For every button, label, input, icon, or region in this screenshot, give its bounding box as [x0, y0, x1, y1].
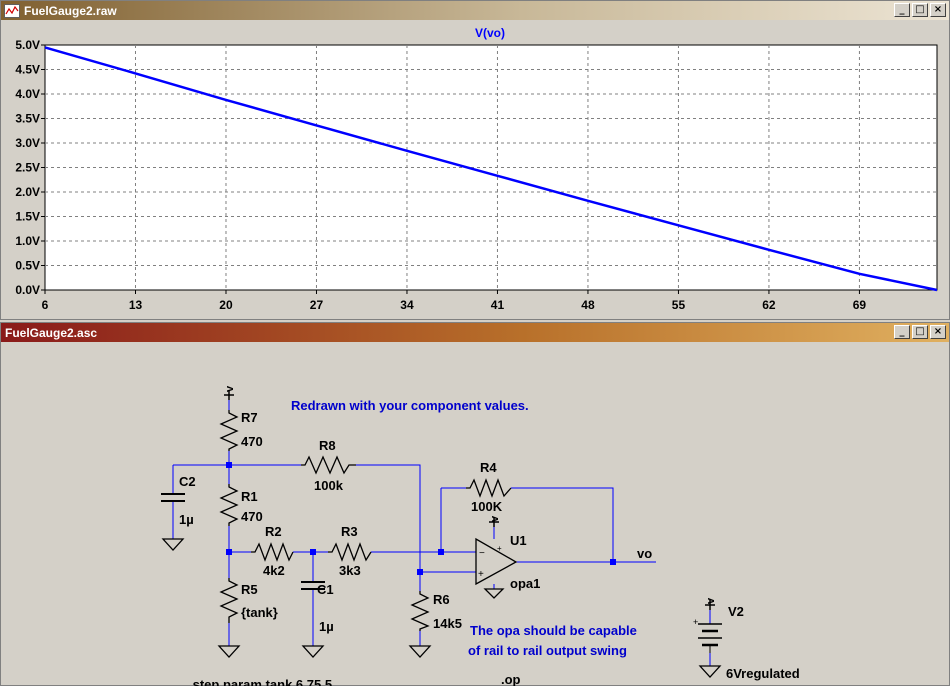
x-tick-label: 27 — [310, 298, 324, 312]
y-tick-label: 2.0V — [15, 185, 40, 199]
waveform-plot[interactable]: V(vo) 0.0V 0.5V 1.0V 1.5V 2.0V 2.5V 3.0V 3.5V 4.… — [1, 21, 949, 319]
plot-window: FuelGauge2.raw _ □ × V(vo) 0.0V 0.5V 1.0V 1… — [0, 0, 950, 320]
schematic-window: FuelGauge2.asc _ □ × — [0, 322, 950, 686]
plot-window-titlebar[interactable]: FuelGauge2.raw _ □ × — [1, 1, 949, 20]
comment-opa-line1[interactable]: The opa should be capable — [470, 623, 637, 638]
y-tick-label: 4.5V — [15, 63, 40, 77]
u1-name-label[interactable]: U1 — [510, 533, 527, 548]
plot-axes: 0.0V 0.5V 1.0V 1.5V 2.0V 2.5V 3.0V 3.5V 4.0V 4.5V… — [15, 38, 866, 312]
x-tick-label: 69 — [853, 298, 867, 312]
waveform-icon — [4, 3, 20, 18]
v-net-label-opamp[interactable]: v — [489, 515, 501, 522]
y-tick-label: 2.5V — [15, 161, 40, 175]
op-directive[interactable]: .op — [501, 672, 521, 686]
r3-name-label[interactable]: R3 — [341, 524, 358, 539]
y-tick-label: 3.5V — [15, 112, 40, 126]
trace-label[interactable]: V(vo) — [475, 26, 505, 40]
power-flag-symbols — [224, 390, 715, 610]
vo-net-label[interactable]: vo — [637, 546, 652, 561]
r1-value-label[interactable]: 470 — [241, 509, 263, 524]
ground-icon — [698, 665, 722, 678]
ground-symbols — [161, 538, 722, 678]
r1-name-label[interactable]: R1 — [241, 489, 258, 504]
plot-close-button[interactable]: × — [930, 3, 946, 17]
junction-dots — [226, 462, 616, 575]
r6-value-label[interactable]: 14k5 — [433, 616, 462, 631]
r6-name-label[interactable]: R6 — [433, 592, 450, 607]
y-tick-label: 5.0V — [15, 38, 40, 52]
svg-text:−: − — [479, 548, 485, 559]
x-tick-label: 62 — [762, 298, 776, 312]
r4-symbol — [466, 478, 512, 498]
capacitor-symbols[interactable] — [161, 493, 325, 590]
r8-symbol — [301, 455, 356, 475]
svg-text:+: + — [497, 544, 502, 553]
c1-value-label[interactable]: 1µ — [319, 619, 334, 634]
r2-symbol — [251, 542, 294, 562]
ground-icon — [217, 645, 241, 658]
wires[interactable] — [172, 390, 711, 666]
x-tick-label: 6 — [42, 298, 49, 312]
ground-icon — [301, 645, 325, 658]
plot-minimize-button[interactable]: _ — [894, 3, 910, 17]
resistor-symbols[interactable] — [219, 410, 512, 631]
y-tick-label: 0.0V — [15, 283, 40, 297]
r8-name-label[interactable]: R8 — [319, 438, 336, 453]
r4-name-label[interactable]: R4 — [480, 460, 497, 475]
r5-name-label[interactable]: R5 — [241, 582, 258, 597]
u1-model-label[interactable]: opa1 — [510, 576, 540, 591]
schematic-window-titlebar[interactable]: FuelGauge2.asc _ □ × — [1, 323, 949, 342]
c2-value-label[interactable]: 1µ — [179, 512, 194, 527]
y-tick-label: 0.5V — [15, 259, 40, 273]
r4-value-label[interactable]: 100K — [471, 499, 503, 514]
step-directive[interactable]: .step param tank 6 75 5 — [189, 677, 332, 686]
schematic-window-title: FuelGauge2.asc — [5, 325, 98, 340]
v-net-label[interactable]: v — [224, 385, 236, 392]
x-tick-label: 55 — [672, 298, 686, 312]
y-tick-label: 1.5V — [15, 210, 40, 224]
y-tick-label: 3.0V — [15, 136, 40, 150]
x-tick-label: 34 — [400, 298, 414, 312]
r3-symbol — [328, 542, 372, 562]
voltage-source-v2-symbol[interactable]: + — [693, 617, 722, 653]
y-tick-label: 1.0V — [15, 234, 40, 248]
schematic-minimize-button[interactable]: _ — [894, 325, 910, 339]
r7-name-label[interactable]: R7 — [241, 410, 258, 425]
x-tick-label: 41 — [491, 298, 505, 312]
r8-value-label[interactable]: 100k — [314, 478, 344, 493]
schematic-close-button[interactable]: × — [930, 325, 946, 339]
r2-name-label[interactable]: R2 — [265, 524, 282, 539]
v2-value-label[interactable]: 6Vregulated — [726, 666, 800, 681]
opamp-u1-symbol[interactable]: − + + — [475, 537, 518, 586]
ground-icon — [483, 588, 505, 599]
svg-text:+: + — [693, 617, 698, 627]
ground-icon — [161, 538, 185, 551]
v2-name-label[interactable]: V2 — [728, 604, 744, 619]
c1-name-label[interactable]: C1 — [317, 582, 334, 597]
schematic-canvas[interactable]: − + + + v v v R7 470 — [1, 343, 949, 686]
trace-series[interactable] — [44, 46, 938, 292]
x-tick-label: 20 — [219, 298, 233, 312]
c2-name-label[interactable]: C2 — [179, 474, 196, 489]
comment-opa-line2[interactable]: of rail to rail output swing — [468, 643, 627, 658]
v-net-label-v2[interactable]: v — [705, 597, 717, 604]
svg-text:+: + — [478, 569, 484, 580]
plot-window-title: FuelGauge2.raw — [24, 3, 117, 18]
r1-symbol — [219, 484, 239, 526]
ground-icon — [408, 645, 432, 658]
r5-value-label[interactable]: {tank} — [241, 605, 278, 620]
r2-value-label[interactable]: 4k2 — [263, 563, 285, 578]
r3-value-label[interactable]: 3k3 — [339, 563, 361, 578]
x-tick-label: 48 — [581, 298, 595, 312]
r6-symbol — [410, 591, 430, 631]
y-tick-label: 4.0V — [15, 87, 40, 101]
comment-redrawn[interactable]: Redrawn with your component values. — [291, 398, 529, 413]
series-line-vvo[interactable] — [44, 46, 938, 292]
schematic-restore-button[interactable]: □ — [912, 325, 928, 339]
r7-value-label[interactable]: 470 — [241, 434, 263, 449]
r7-symbol — [219, 410, 239, 451]
x-tick-label: 13 — [129, 298, 143, 312]
plot-restore-button[interactable]: □ — [912, 3, 928, 17]
r5-symbol — [219, 578, 239, 623]
